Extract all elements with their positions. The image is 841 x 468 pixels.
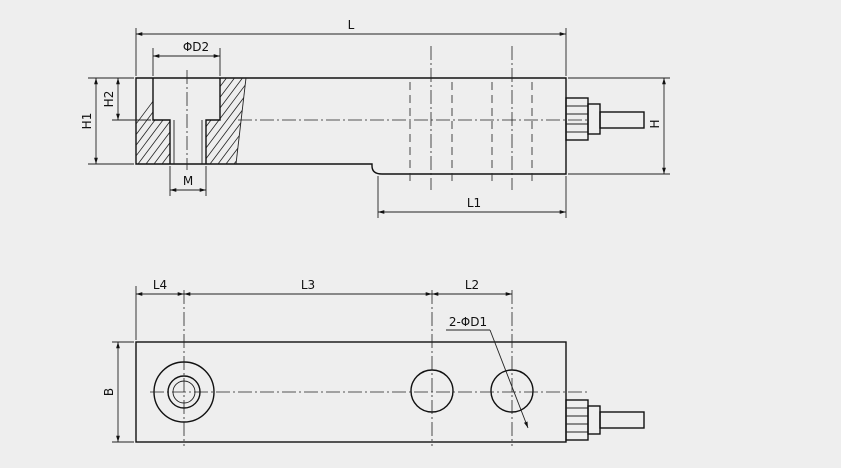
dim-L-label: L xyxy=(348,18,355,32)
dim-H1-label: H1 xyxy=(80,113,94,130)
top-view: L4 L3 L2 2-ΦD1 B xyxy=(102,278,645,446)
D1-leader xyxy=(489,329,529,429)
dim-L3-label: L3 xyxy=(301,278,315,292)
side-body-outline xyxy=(135,77,567,175)
dim-D1-label: 2-ΦD1 xyxy=(449,315,487,329)
dim-H2-label: H2 xyxy=(102,91,116,108)
side-view: L ΦD2 H1 H2 M H L1 xyxy=(80,18,670,218)
dim-L2-label: L2 xyxy=(465,278,479,292)
section-break-line xyxy=(235,77,247,165)
top-body-outline xyxy=(135,341,567,443)
dim-B-label: B xyxy=(102,388,116,396)
cable-gland-side xyxy=(565,97,645,141)
dim-L1-label: L1 xyxy=(467,196,481,210)
counterbore-outline xyxy=(152,78,221,164)
dim-phiD2-label: ΦD2 xyxy=(183,40,209,54)
dim-L4-label: L4 xyxy=(153,278,167,292)
dim-H-label: H xyxy=(648,119,662,128)
dim-M-label: M xyxy=(183,174,193,188)
cable-gland-top xyxy=(565,399,645,441)
